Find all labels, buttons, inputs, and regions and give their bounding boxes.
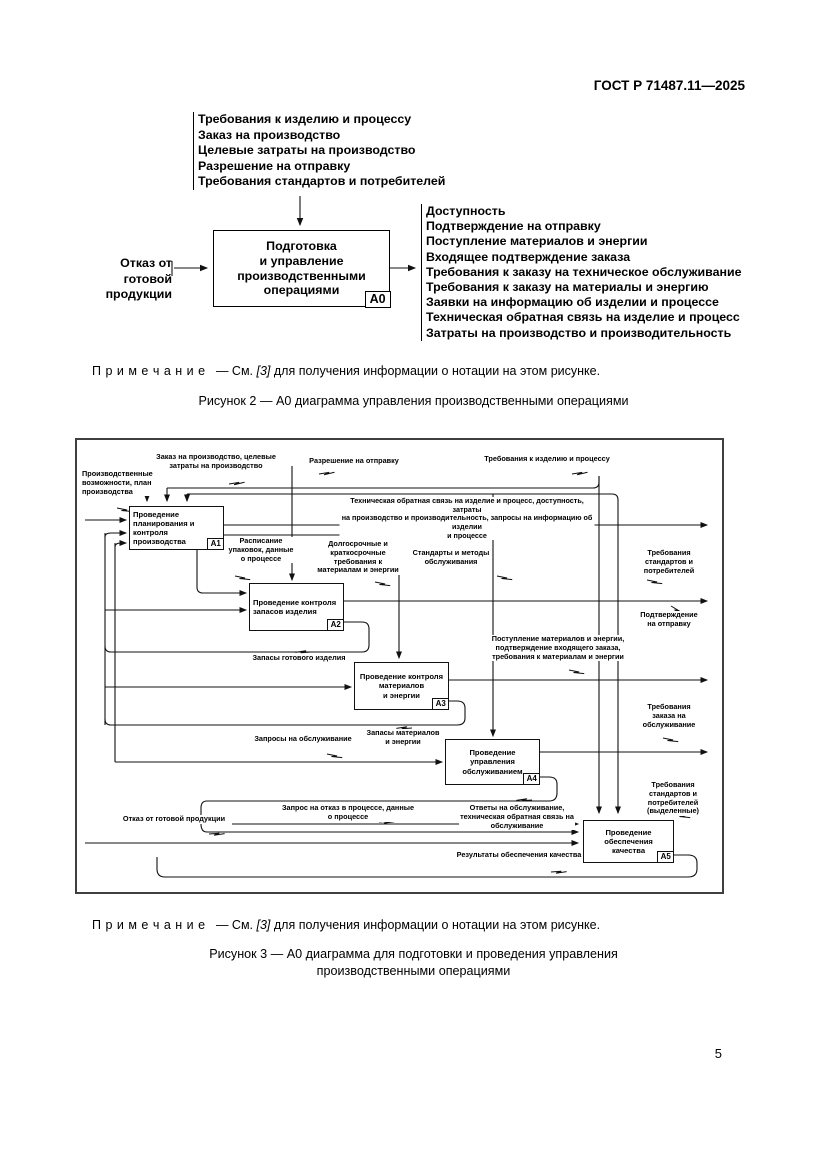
fig2-output: Доступность bbox=[421, 204, 742, 220]
fig2-output: Требования к заказу на материалы и энерг… bbox=[421, 280, 742, 296]
arrow-label: Заказ на производство, целевые затраты н… bbox=[155, 452, 277, 471]
fig2-input: Целевые затраты на производство bbox=[193, 143, 445, 159]
fig2-output-list: Доступность Подтверждение на отправку По… bbox=[421, 204, 742, 341]
arrow-label: Производственные возможности, план произ… bbox=[81, 469, 154, 497]
arrow-label: Требования стандартов и потребителей bbox=[642, 548, 696, 576]
arrow-label: Отказ от готовой продукции bbox=[121, 814, 227, 824]
fig2-output: Заявки на информацию об изделии и процес… bbox=[421, 295, 742, 311]
arrow-label: Подтверждение на отправку bbox=[639, 610, 699, 629]
a5-title: Проведение обеспечения качества bbox=[604, 827, 653, 856]
a1-code: А1 bbox=[207, 537, 225, 551]
arrow-label: Поступление материалов и энергии, подтве… bbox=[490, 634, 626, 662]
arrow-label: Расписание упаковок, данные о процессе bbox=[227, 536, 295, 564]
arrow-label: Требования стандартов и потребителей (вы… bbox=[646, 780, 700, 816]
a4-title: Проведение управления обслуживанием bbox=[462, 748, 523, 776]
fig2-output: Затраты на производство и производительн… bbox=[421, 325, 742, 341]
idef0-box-a5: Проведение обеспечения качества А5 bbox=[583, 820, 675, 864]
arrow-label: Запросы на обслуживание bbox=[253, 734, 353, 744]
note-text: для получения информации о нотации на эт… bbox=[273, 918, 601, 932]
fig2-note: П р и м е ч а н и е — См. [3] для получе… bbox=[92, 364, 600, 378]
fig2-output: Поступление материалов и энергии bbox=[421, 234, 742, 250]
arrow-label: Ответы на обслуживание, техническая обра… bbox=[459, 803, 575, 831]
arrow-label: Запрос на отказ в процессе, данные о про… bbox=[280, 803, 416, 822]
fig2-caption: Рисунок 2 — А0 диаграмма управления прои… bbox=[198, 394, 629, 408]
idef0-box-a2: Проведение контроля запасов изделия А2 bbox=[249, 583, 345, 632]
figure3-diagram: Проведение планирования и контроля произ… bbox=[75, 438, 724, 894]
fig2-input: Заказ на производство bbox=[193, 127, 445, 144]
fig2-input-list: Требования к изделию и процессу Заказ на… bbox=[193, 112, 445, 190]
note-label: П р и м е ч а н и е bbox=[92, 918, 206, 932]
arrow-label: Результаты обеспечения качества bbox=[455, 850, 583, 860]
idef0-box-a1: Проведение планирования и контроля произ… bbox=[129, 506, 225, 551]
note-sep: — См. bbox=[215, 364, 257, 378]
a0-box-code: А0 bbox=[364, 290, 391, 308]
arrow-label: Запасы готового изделия bbox=[251, 653, 347, 663]
arrow-label: Разрешение на отправку bbox=[308, 456, 400, 466]
idef0-box-a0: Подготовка и управление производственным… bbox=[213, 230, 391, 308]
a2-code: А2 bbox=[327, 618, 345, 632]
fig2-output: Техническая обратная связь на изделие и … bbox=[421, 310, 742, 326]
a0-box-title: Подготовка и управление производственным… bbox=[237, 239, 366, 298]
fig2-output: Требования к заказу на техническое обслу… bbox=[421, 264, 742, 281]
fig3-caption: Рисунок 3 — А0 диаграмма для подготовки … bbox=[209, 947, 618, 978]
fig3-lines bbox=[85, 466, 709, 879]
idef0-box-a4: Проведение управления обслуживанием А4 bbox=[445, 739, 541, 786]
arrow-label: Требования заказа на обслуживание bbox=[641, 702, 697, 730]
fig2-left-input-label: Отказ от готовой продукции bbox=[105, 256, 172, 301]
note-sep: — См. bbox=[215, 918, 257, 932]
fig3-note: П р и м е ч а н и е — См. [3] для получе… bbox=[92, 918, 600, 932]
a5-code: А5 bbox=[657, 850, 675, 864]
arrow-label: Стандарты и методы обслуживания bbox=[411, 548, 491, 567]
fig2-input: Требования стандартов и потребителей bbox=[193, 174, 445, 190]
arrow-label: Запасы материалов и энергии bbox=[365, 728, 441, 747]
a4-code: А4 bbox=[523, 772, 541, 786]
note-reference: [3] bbox=[256, 918, 271, 932]
document-header: ГОСТ Р 71487.11—2025 bbox=[593, 78, 745, 93]
idef0-box-a3: Проведение контроля материалов и энергии… bbox=[354, 662, 450, 711]
fig2-input: Требования к изделию и процессу bbox=[193, 112, 445, 128]
note-text: для получения информации о нотации на эт… bbox=[273, 364, 601, 378]
a1-title: Проведение планирования и контроля произ… bbox=[133, 509, 195, 547]
a3-title: Проведение контроля материалов и энергии bbox=[359, 672, 444, 700]
a3-code: А3 bbox=[432, 697, 450, 711]
note-reference: [3] bbox=[256, 364, 271, 378]
a2-title: Проведение контроля запасов изделия bbox=[253, 597, 337, 616]
fig2-output: Подтверждение на отправку bbox=[421, 219, 742, 235]
arrow-label: Долгосрочные и краткосрочные требования … bbox=[316, 539, 400, 575]
fig2-input: Разрешение на отправку bbox=[193, 158, 445, 175]
arrow-label: Требования к изделию и процессу bbox=[483, 454, 611, 464]
note-label: П р и м е ч а н и е bbox=[92, 364, 206, 378]
fig2-output: Входящее подтверждение заказа bbox=[421, 249, 742, 265]
arrow-label: Техническая обратная связь на изделие и … bbox=[339, 496, 595, 541]
page-number: 5 bbox=[714, 1046, 722, 1061]
